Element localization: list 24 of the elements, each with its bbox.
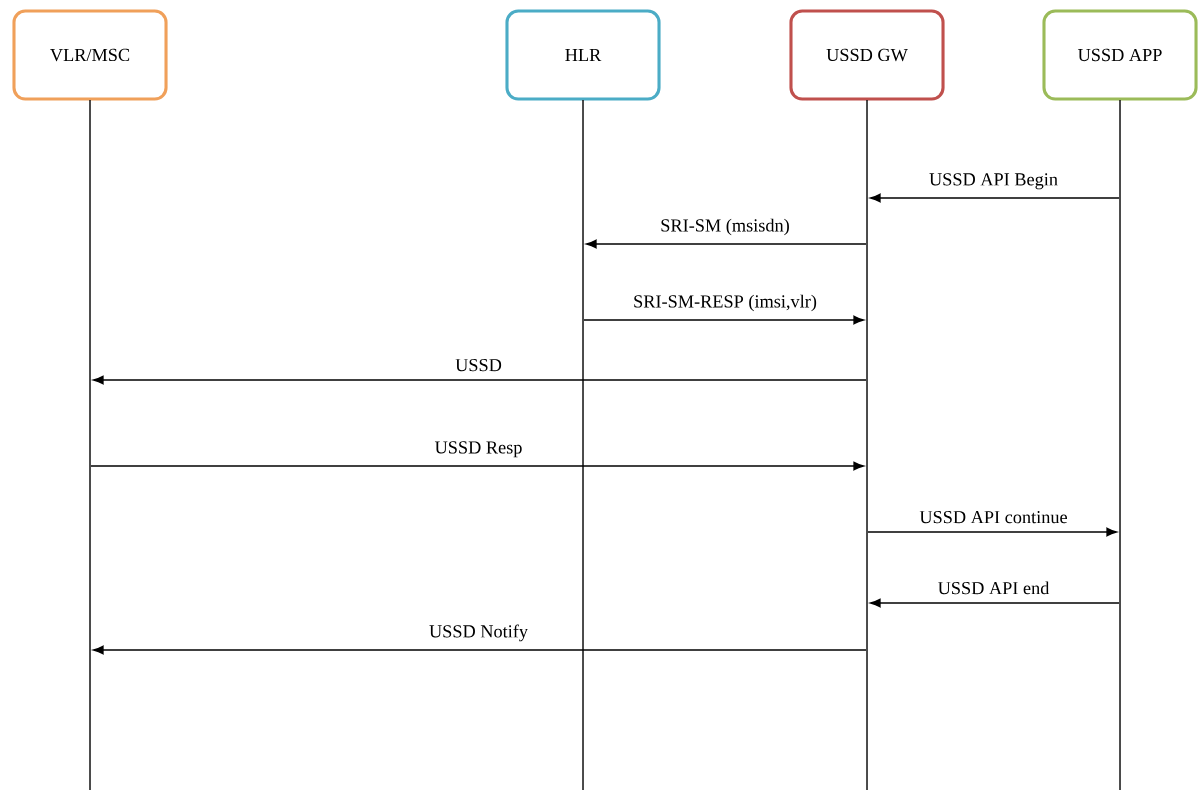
edge-label: USSD API continue bbox=[916, 508, 1071, 527]
edge-label: USSD API Begin bbox=[926, 170, 1061, 193]
edge-label: USSD bbox=[452, 356, 505, 375]
participant-box: VLR/MSC bbox=[12, 9, 168, 101]
lifeline bbox=[866, 99, 868, 791]
edge-label: USSD Resp bbox=[431, 438, 526, 461]
message-arrow bbox=[90, 461, 864, 471]
lifeline bbox=[89, 99, 91, 791]
participant-box: USSD GW bbox=[789, 9, 945, 101]
lifeline bbox=[582, 99, 584, 791]
participant-box: HLR bbox=[505, 9, 661, 101]
edge-label: SRI-SM-RESP (imsi,vlr) bbox=[630, 291, 820, 315]
message-arrow bbox=[583, 315, 864, 325]
edge-label: USSD Notify bbox=[426, 621, 531, 645]
edge-label: USSD API end bbox=[934, 578, 1053, 598]
message-arrow bbox=[870, 193, 1120, 203]
message-arrow bbox=[93, 375, 867, 385]
edge-label: SRI-SM (msisdn) bbox=[657, 215, 793, 239]
message-arrow bbox=[586, 239, 867, 249]
message-arrow bbox=[870, 598, 1120, 608]
message-arrow bbox=[867, 527, 1117, 537]
message-arrow bbox=[93, 645, 867, 655]
participant-box: USSD APP bbox=[1042, 9, 1198, 101]
lifeline bbox=[1119, 99, 1121, 791]
